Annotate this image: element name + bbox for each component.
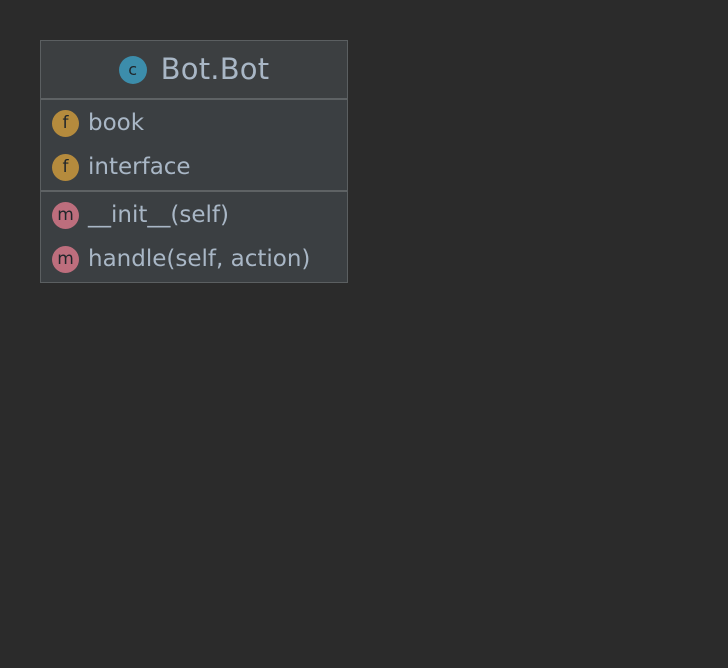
fields-section: f book f interface <box>41 100 347 192</box>
class-header: c Bot.Bot <box>41 41 347 100</box>
field-name: interface <box>88 153 191 180</box>
field-row[interactable]: f interface <box>41 145 347 189</box>
field-icon: f <box>52 153 79 181</box>
field-name: book <box>88 109 145 136</box>
methods-section: m __init__(self) m handle(self, action) <box>41 192 347 282</box>
method-signature: handle(self, action) <box>88 245 311 272</box>
method-icon: m <box>52 245 79 273</box>
class-name: Bot.Bot <box>160 52 270 86</box>
class-icon: c <box>118 55 147 84</box>
field-icon: f <box>52 109 79 137</box>
field-row[interactable]: f book <box>41 101 347 145</box>
method-row[interactable]: m __init__(self) <box>41 193 347 237</box>
method-row[interactable]: m handle(self, action) <box>41 237 347 281</box>
method-icon: m <box>52 201 79 229</box>
method-signature: __init__(self) <box>88 201 229 228</box>
uml-class-box[interactable]: c Bot.Bot f book f interface m __init__(… <box>40 40 348 283</box>
